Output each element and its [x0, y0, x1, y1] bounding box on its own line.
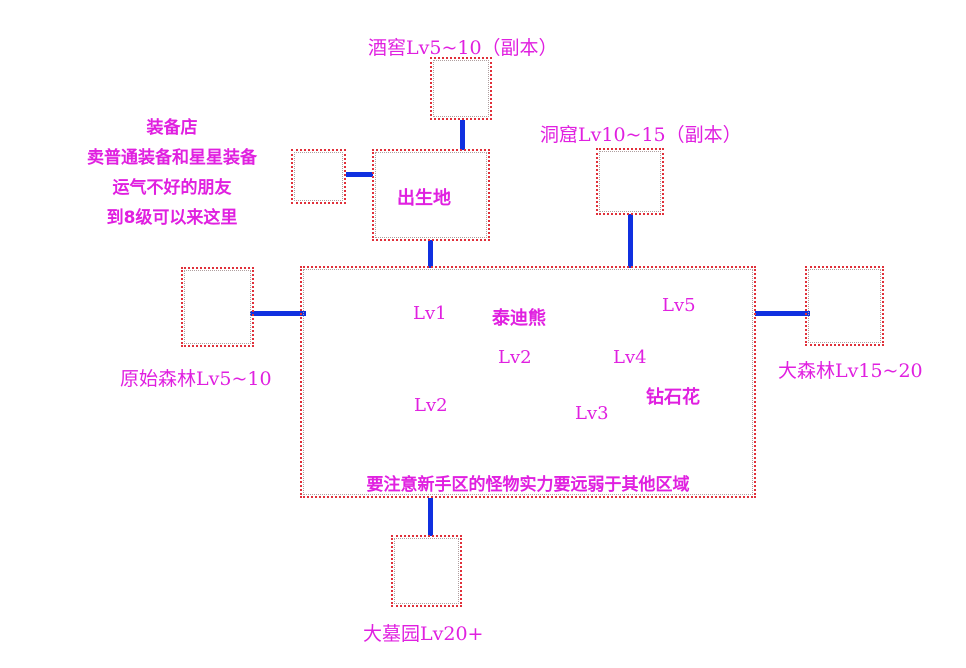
cemetery-label: 大墓园Lv20+: [363, 623, 484, 645]
connector-big-forest: [755, 311, 810, 316]
primeval-forest-label: 原始森林Lv5~10: [120, 368, 272, 390]
zone-lv4: Lv4: [613, 347, 647, 368]
warning-text: 要注意新手区的怪物实力要远弱于其他区域: [366, 475, 690, 495]
wine-cellar-label: 酒窖Lv5~10（副本）: [368, 37, 558, 59]
zone-lv2-mid: Lv2: [498, 347, 532, 368]
zone-lv2-low: Lv2: [414, 395, 448, 416]
shop-note: 装备店 卖普通装备和星星装备 运气不好的朋友 到8级可以来这里: [52, 113, 292, 233]
starter-area-box: [300, 266, 756, 498]
zone-lv3: Lv3: [575, 403, 609, 424]
zone-teddy-bear: 泰迪熊: [492, 308, 546, 329]
primeval-forest-box: [181, 267, 254, 347]
connector-shop: [346, 172, 373, 177]
cave-label: 洞窟Lv10~15（副本）: [540, 124, 742, 146]
shop-note-line-1: 装备店: [146, 118, 198, 138]
shop-note-line-3: 运气不好的朋友: [112, 178, 232, 198]
zone-diamond-flower: 钻石花: [646, 387, 700, 408]
big-forest-box: [805, 266, 884, 346]
big-forest-label: 大森林Lv15~20: [778, 360, 923, 382]
connector-cellar: [460, 120, 465, 150]
cemetery-box: [391, 535, 462, 607]
shop-note-line-2: 卖普通装备和星星装备: [87, 148, 257, 168]
shop-box: [291, 149, 346, 204]
wine-cellar-box: [430, 57, 492, 120]
cave-box: [596, 148, 664, 215]
connector-birthplace: [428, 240, 433, 268]
zone-lv5: Lv5: [662, 295, 696, 316]
connector-cave: [628, 214, 633, 268]
shop-note-line-4: 到8级可以来这里: [106, 208, 238, 228]
connector-cemetery: [428, 498, 433, 536]
birthplace-box: [372, 149, 490, 241]
zone-lv1: Lv1: [413, 303, 447, 324]
connector-primeval-forest: [250, 311, 306, 316]
birthplace-label: 出生地: [397, 188, 451, 209]
